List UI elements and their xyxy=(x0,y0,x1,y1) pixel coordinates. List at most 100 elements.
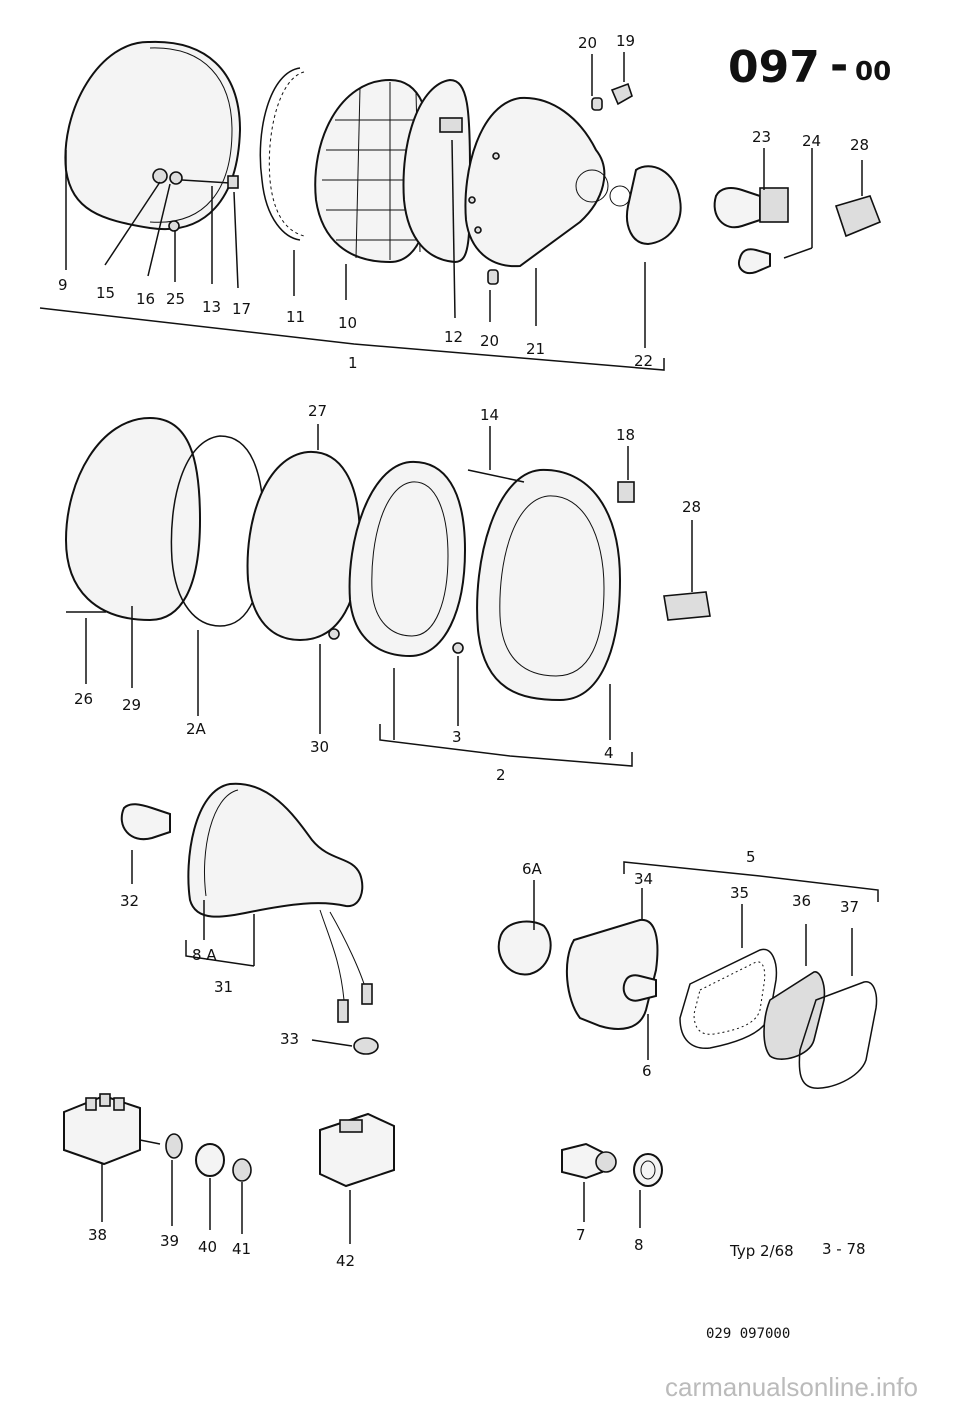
spot-lamp-31 xyxy=(187,782,364,918)
grommet-20b xyxy=(487,269,499,285)
clip-19 xyxy=(610,82,633,106)
callout-15: 15 xyxy=(96,284,115,302)
date-code: 3 - 78 xyxy=(822,1240,866,1258)
spring-25 xyxy=(168,220,180,232)
callout-31: 31 xyxy=(214,978,233,996)
callout-13: 13 xyxy=(202,298,221,316)
callout-32: 32 xyxy=(120,892,139,910)
grommet-33 xyxy=(353,1037,379,1055)
bulb-holder-22 xyxy=(626,165,682,246)
headlamp-rim-9 xyxy=(64,40,242,231)
type-label: Typ 2/68 xyxy=(729,1242,794,1260)
callout-4: 4 xyxy=(604,744,614,762)
washer-39 xyxy=(165,1133,183,1159)
callout-8A: 8 A xyxy=(192,946,217,964)
callout-14: 14 xyxy=(480,406,499,424)
callout-21: 21 xyxy=(526,340,545,358)
nut-17 xyxy=(227,175,239,189)
bulb-24 xyxy=(738,248,771,274)
group-number: 097 xyxy=(728,42,820,93)
callout-11: 11 xyxy=(286,308,305,326)
callout-16: 16 xyxy=(136,290,155,308)
screw-30 xyxy=(328,628,340,640)
bracket-2 xyxy=(379,724,633,767)
callout-2: 2 xyxy=(496,766,506,784)
spot-lamp-group xyxy=(120,782,379,1055)
screw-14 xyxy=(467,469,525,483)
callout-38: 38 xyxy=(88,1226,107,1244)
relay-group xyxy=(63,1093,395,1244)
callout-9: 9 xyxy=(58,276,68,294)
callout-8: 8 xyxy=(634,1236,644,1254)
spring-15 xyxy=(152,168,168,184)
marker-lamp-group xyxy=(497,861,879,1089)
callout-19: 19 xyxy=(616,32,635,50)
callout-3: 3 xyxy=(452,728,462,746)
callout-40: 40 xyxy=(198,1238,217,1256)
callout-1: 1 xyxy=(348,354,358,372)
callout-5: 5 xyxy=(746,848,756,866)
bracket-5 xyxy=(623,861,879,902)
nut-41 xyxy=(232,1158,252,1182)
cup-16 xyxy=(169,171,183,185)
callout-20a: 20 xyxy=(578,34,597,52)
callout-30: 30 xyxy=(310,738,329,756)
callout-6: 6 xyxy=(642,1062,652,1080)
callout-28b: 28 xyxy=(682,498,701,516)
watermark: carmanualsonline.info xyxy=(665,1372,918,1402)
callout-39: 39 xyxy=(160,1232,179,1250)
callout-29: 29 xyxy=(122,696,141,714)
screw-13 xyxy=(181,179,231,184)
callout-22: 22 xyxy=(634,352,653,370)
bulb-32 xyxy=(120,803,171,841)
callout-7: 7 xyxy=(576,1226,586,1244)
relay-42 xyxy=(319,1112,395,1188)
callout-34: 34 xyxy=(634,870,653,888)
callout-41: 41 xyxy=(232,1240,251,1258)
lens-27 xyxy=(246,450,362,642)
bracket-31 xyxy=(185,940,255,967)
callout-17: 17 xyxy=(232,300,251,318)
callout-20b: 20 xyxy=(480,332,499,350)
lamp-housing-34 xyxy=(565,918,659,1030)
callout-10: 10 xyxy=(338,314,357,332)
group-suffix: 00 xyxy=(855,57,891,87)
rim-29 xyxy=(64,416,202,622)
connector-28a xyxy=(834,195,882,238)
drawing-number: 029 097000 xyxy=(706,1326,790,1342)
screw-3 xyxy=(452,642,464,654)
seal-35 xyxy=(679,948,778,1049)
clip-18 xyxy=(617,481,635,503)
callout-18: 18 xyxy=(616,426,635,444)
callout-36: 36 xyxy=(792,892,811,910)
callout-37: 37 xyxy=(840,898,859,916)
lens-36 xyxy=(763,971,826,1060)
lamp-socket-6A xyxy=(497,920,552,976)
frame-37 xyxy=(798,981,878,1089)
bulb-6 xyxy=(622,974,657,1002)
bulb-set xyxy=(713,148,882,274)
rim-2A xyxy=(170,435,265,627)
headlamp-assembly-2 xyxy=(64,416,711,767)
callout-2A: 2A xyxy=(186,720,207,738)
callout-27: 27 xyxy=(308,402,327,420)
callout-35: 35 xyxy=(730,884,749,902)
switch-group xyxy=(561,1142,663,1228)
bulb-23 xyxy=(713,187,761,229)
support-ring-2 xyxy=(348,460,467,658)
grommet-40 xyxy=(195,1143,225,1177)
grommet-20a xyxy=(591,97,603,111)
ring-8 xyxy=(633,1153,663,1187)
callout-26: 26 xyxy=(74,690,93,708)
connector-28b xyxy=(663,591,711,621)
housing-4 xyxy=(476,468,622,702)
callout-28a: 28 xyxy=(850,136,869,154)
callout-6A: 6A xyxy=(522,860,543,878)
group-dash: - xyxy=(830,40,848,91)
bracket-1 xyxy=(39,307,665,371)
callout-42: 42 xyxy=(336,1252,355,1270)
callout-24: 24 xyxy=(802,132,821,150)
callout-23: 23 xyxy=(752,128,771,146)
callout-12: 12 xyxy=(444,328,463,346)
